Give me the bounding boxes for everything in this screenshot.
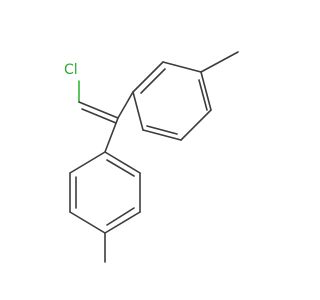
bond-vinyl-to-lower-ring [104, 117, 119, 153]
lower-tolyl-ring [69, 117, 141, 263]
bond-vinyl-to-upper-ring [117, 91, 134, 119]
upper-methyl-bond [200, 51, 239, 73]
chlorine-atom-label: Cl [64, 62, 78, 78]
upper-tolyl-ring [117, 51, 239, 141]
molecule-structure-diagram: Cl [64, 51, 239, 263]
bond-vinyl-double [78, 101, 119, 124]
